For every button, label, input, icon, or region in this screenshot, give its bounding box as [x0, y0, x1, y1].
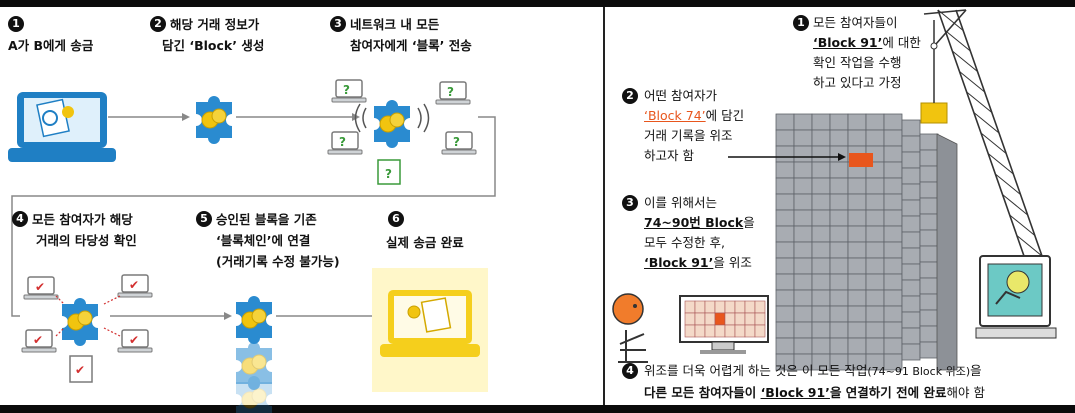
blockchain-stack-icon — [235, 295, 273, 413]
svg-text:✔: ✔ — [33, 333, 43, 347]
svg-text:✔: ✔ — [75, 363, 85, 377]
block-74-highlight — [849, 153, 873, 167]
step-2-line1: 해당 거래 정보가 — [170, 17, 260, 32]
svg-text:?: ? — [385, 167, 392, 181]
r-step-4-line2: 다른 모든 참여자들이 ‘Block 91’을 연결하기 전에 완료해야 함 — [644, 385, 985, 400]
step-3-line1: 네트워크 내 모든 — [350, 17, 440, 32]
svg-text:?: ? — [343, 83, 350, 97]
svg-text:?: ? — [447, 85, 454, 99]
step-3-number: 3 — [330, 16, 346, 32]
step-5-line2: ‘블록체인’에 연결 — [216, 233, 311, 248]
top-border — [0, 0, 1075, 7]
svg-text:✔: ✔ — [35, 280, 45, 294]
laptop-yellow-icon — [372, 268, 488, 392]
r-step-1-line1: 모든 참여자들이 — [813, 15, 898, 30]
block-building — [775, 113, 939, 371]
r-step-2-line3: 거래 기록을 위조 — [644, 128, 733, 143]
question-pc-icons — [327, 79, 477, 185]
step-6-number: 6 — [388, 211, 404, 227]
step-4-line2: 거래의 타당성 확인 — [36, 233, 137, 248]
bottom-border — [0, 405, 1075, 413]
crane-cab — [975, 255, 1057, 339]
laptop-blue-icon — [8, 92, 116, 162]
r-step-1-number: 1 — [793, 15, 809, 31]
r-step-2-line4: 하고자 함 — [644, 148, 694, 163]
r-step-4-number: 4 — [622, 363, 638, 379]
forger-monitor-icon — [679, 295, 769, 354]
step-6-text: 실제 송금 완료 — [386, 235, 464, 250]
step-2-number: 2 — [150, 16, 166, 32]
network-block-icon — [373, 99, 411, 149]
r-step-2-line1: 어떤 참여자가 — [644, 88, 717, 103]
r-step-2-line2: ‘Block 74’에 담긴 — [644, 108, 745, 123]
r-step-1-line2: ‘Block 91’에 대한 — [813, 35, 921, 50]
block-puzzle-icon — [195, 95, 233, 145]
svg-text:?: ? — [453, 135, 460, 149]
verified-block-icon — [61, 297, 99, 347]
svg-text:✔: ✔ — [129, 333, 139, 347]
panel-divider — [603, 7, 605, 405]
block-91-crate — [920, 102, 948, 124]
r-step-3-line4: ‘Block 91’을 위조 — [644, 255, 752, 270]
r-step-1-line3: 확인 작업을 수행 — [813, 55, 902, 70]
r-step-1-line4: 하고 있다고 가정 — [813, 75, 902, 90]
step-4-line1: 모든 참여자가 해당 — [32, 212, 133, 227]
r-step-2-number: 2 — [622, 88, 638, 104]
svg-text:✔: ✔ — [129, 278, 139, 292]
step-5-number: 5 — [196, 211, 212, 227]
step-5-line3: (거래기록 수정 불가능) — [216, 254, 340, 269]
step-4-number: 4 — [12, 211, 28, 227]
check-pc-icons — [21, 274, 153, 383]
step-3-line2: 참여자에게 ‘블록’ 전송 — [350, 38, 472, 53]
step-5-line1: 승인된 블록을 기존 — [216, 212, 317, 227]
svg-text:?: ? — [339, 135, 346, 149]
side-face — [936, 133, 958, 371]
crane-lattice — [937, 9, 1043, 257]
r-step-4-line1: 위조를 더욱 어렵게 하는 것은 이 모든 작업(74~91 Block 위조)… — [644, 363, 982, 378]
step-1-text: A가 B에게 송금 — [8, 38, 94, 53]
forger-person-icon — [612, 293, 648, 363]
step-1-number: 1 — [8, 16, 24, 32]
r-step-3-line2: 74~90번 Block을 — [644, 215, 755, 230]
step-2-line2: 담긴 ‘Block’ 생성 — [162, 38, 265, 53]
r-step-3-number: 3 — [622, 195, 638, 211]
r-step-3-line1: 이를 위해서는 — [644, 195, 717, 210]
r-step-3-line3: 모두 수정한 후, — [644, 235, 725, 250]
